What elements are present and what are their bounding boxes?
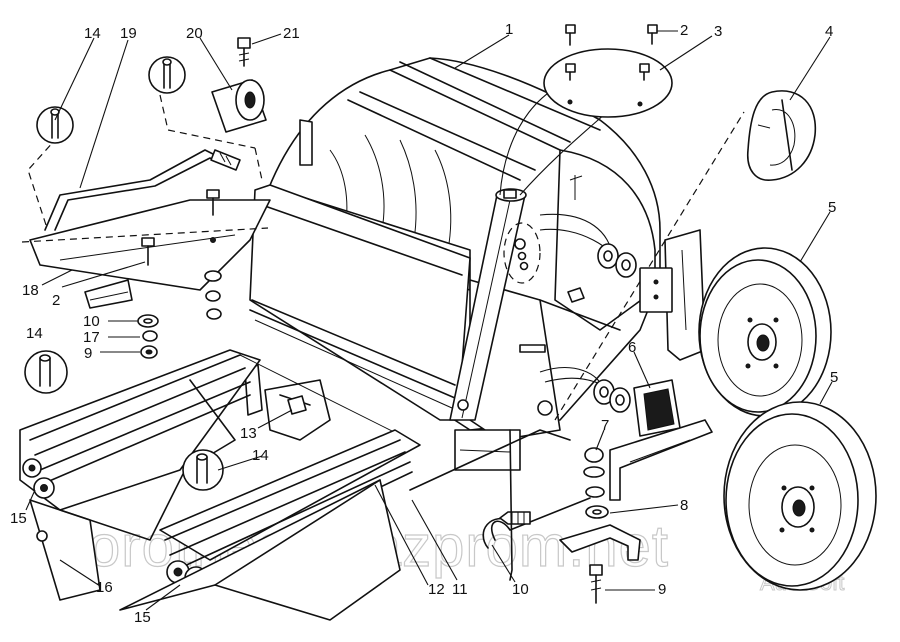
label-2-left: 2 (52, 292, 60, 309)
bolt-part-21 (237, 37, 251, 67)
label-10-left: 10 (83, 313, 100, 330)
wheel-upper (698, 247, 832, 417)
label-1: 1 (505, 21, 513, 38)
part-labels: 1 2 3 4 5 5 6 7 8 9 10 11 12 13 14 14 14… (10, 21, 838, 626)
rod-part-19 (44, 149, 241, 231)
shield-plate (29, 189, 271, 309)
right-roller-frame (119, 429, 421, 621)
wheel-lower (723, 401, 877, 591)
label-19: 19 (120, 25, 137, 42)
washer-stack-left (137, 270, 222, 359)
top-plate (543, 24, 673, 118)
label-16: 16 (96, 579, 113, 596)
bushing-part-20 (211, 79, 267, 133)
label-5-bottom: 5 (830, 369, 838, 386)
label-15-bottom: 15 (134, 609, 151, 626)
pad-part-6 (633, 379, 681, 437)
label-12: 12 (428, 581, 445, 598)
label-14-left: 14 (26, 325, 43, 342)
label-21: 21 (283, 25, 300, 42)
bracket-group-upper (593, 229, 706, 413)
label-14-top: 14 (84, 25, 101, 42)
label-17: 17 (83, 329, 100, 346)
pin-detail-mid (182, 449, 224, 491)
label-9-bottom: 9 (658, 581, 666, 598)
main-housing (244, 57, 661, 491)
vertical-tube (449, 188, 541, 421)
label-3: 3 (714, 23, 722, 40)
label-4: 4 (825, 23, 833, 40)
label-10-bottom: 10 (512, 581, 529, 598)
label-13: 13 (240, 425, 257, 442)
label-18: 18 (22, 282, 39, 299)
pin-detail-top (36, 106, 74, 144)
lower-bracket (559, 419, 713, 604)
pin-detail-top-2 (148, 56, 186, 94)
leader-lines (25, 30, 833, 611)
hook-rod (482, 429, 591, 581)
label-20: 20 (186, 25, 203, 42)
disc-part (747, 90, 817, 181)
label-8: 8 (680, 497, 688, 514)
pin-detail-left (24, 350, 68, 394)
label-6: 6 (628, 339, 636, 356)
label-15-left: 15 (10, 510, 27, 527)
label-9-left: 9 (84, 345, 92, 362)
lower-mechanism (239, 354, 411, 441)
label-5-top: 5 (828, 199, 836, 216)
label-14-mid: 14 (252, 447, 269, 464)
label-2-top: 2 (680, 22, 688, 39)
label-11: 11 (452, 581, 468, 598)
label-7: 7 (601, 417, 609, 434)
